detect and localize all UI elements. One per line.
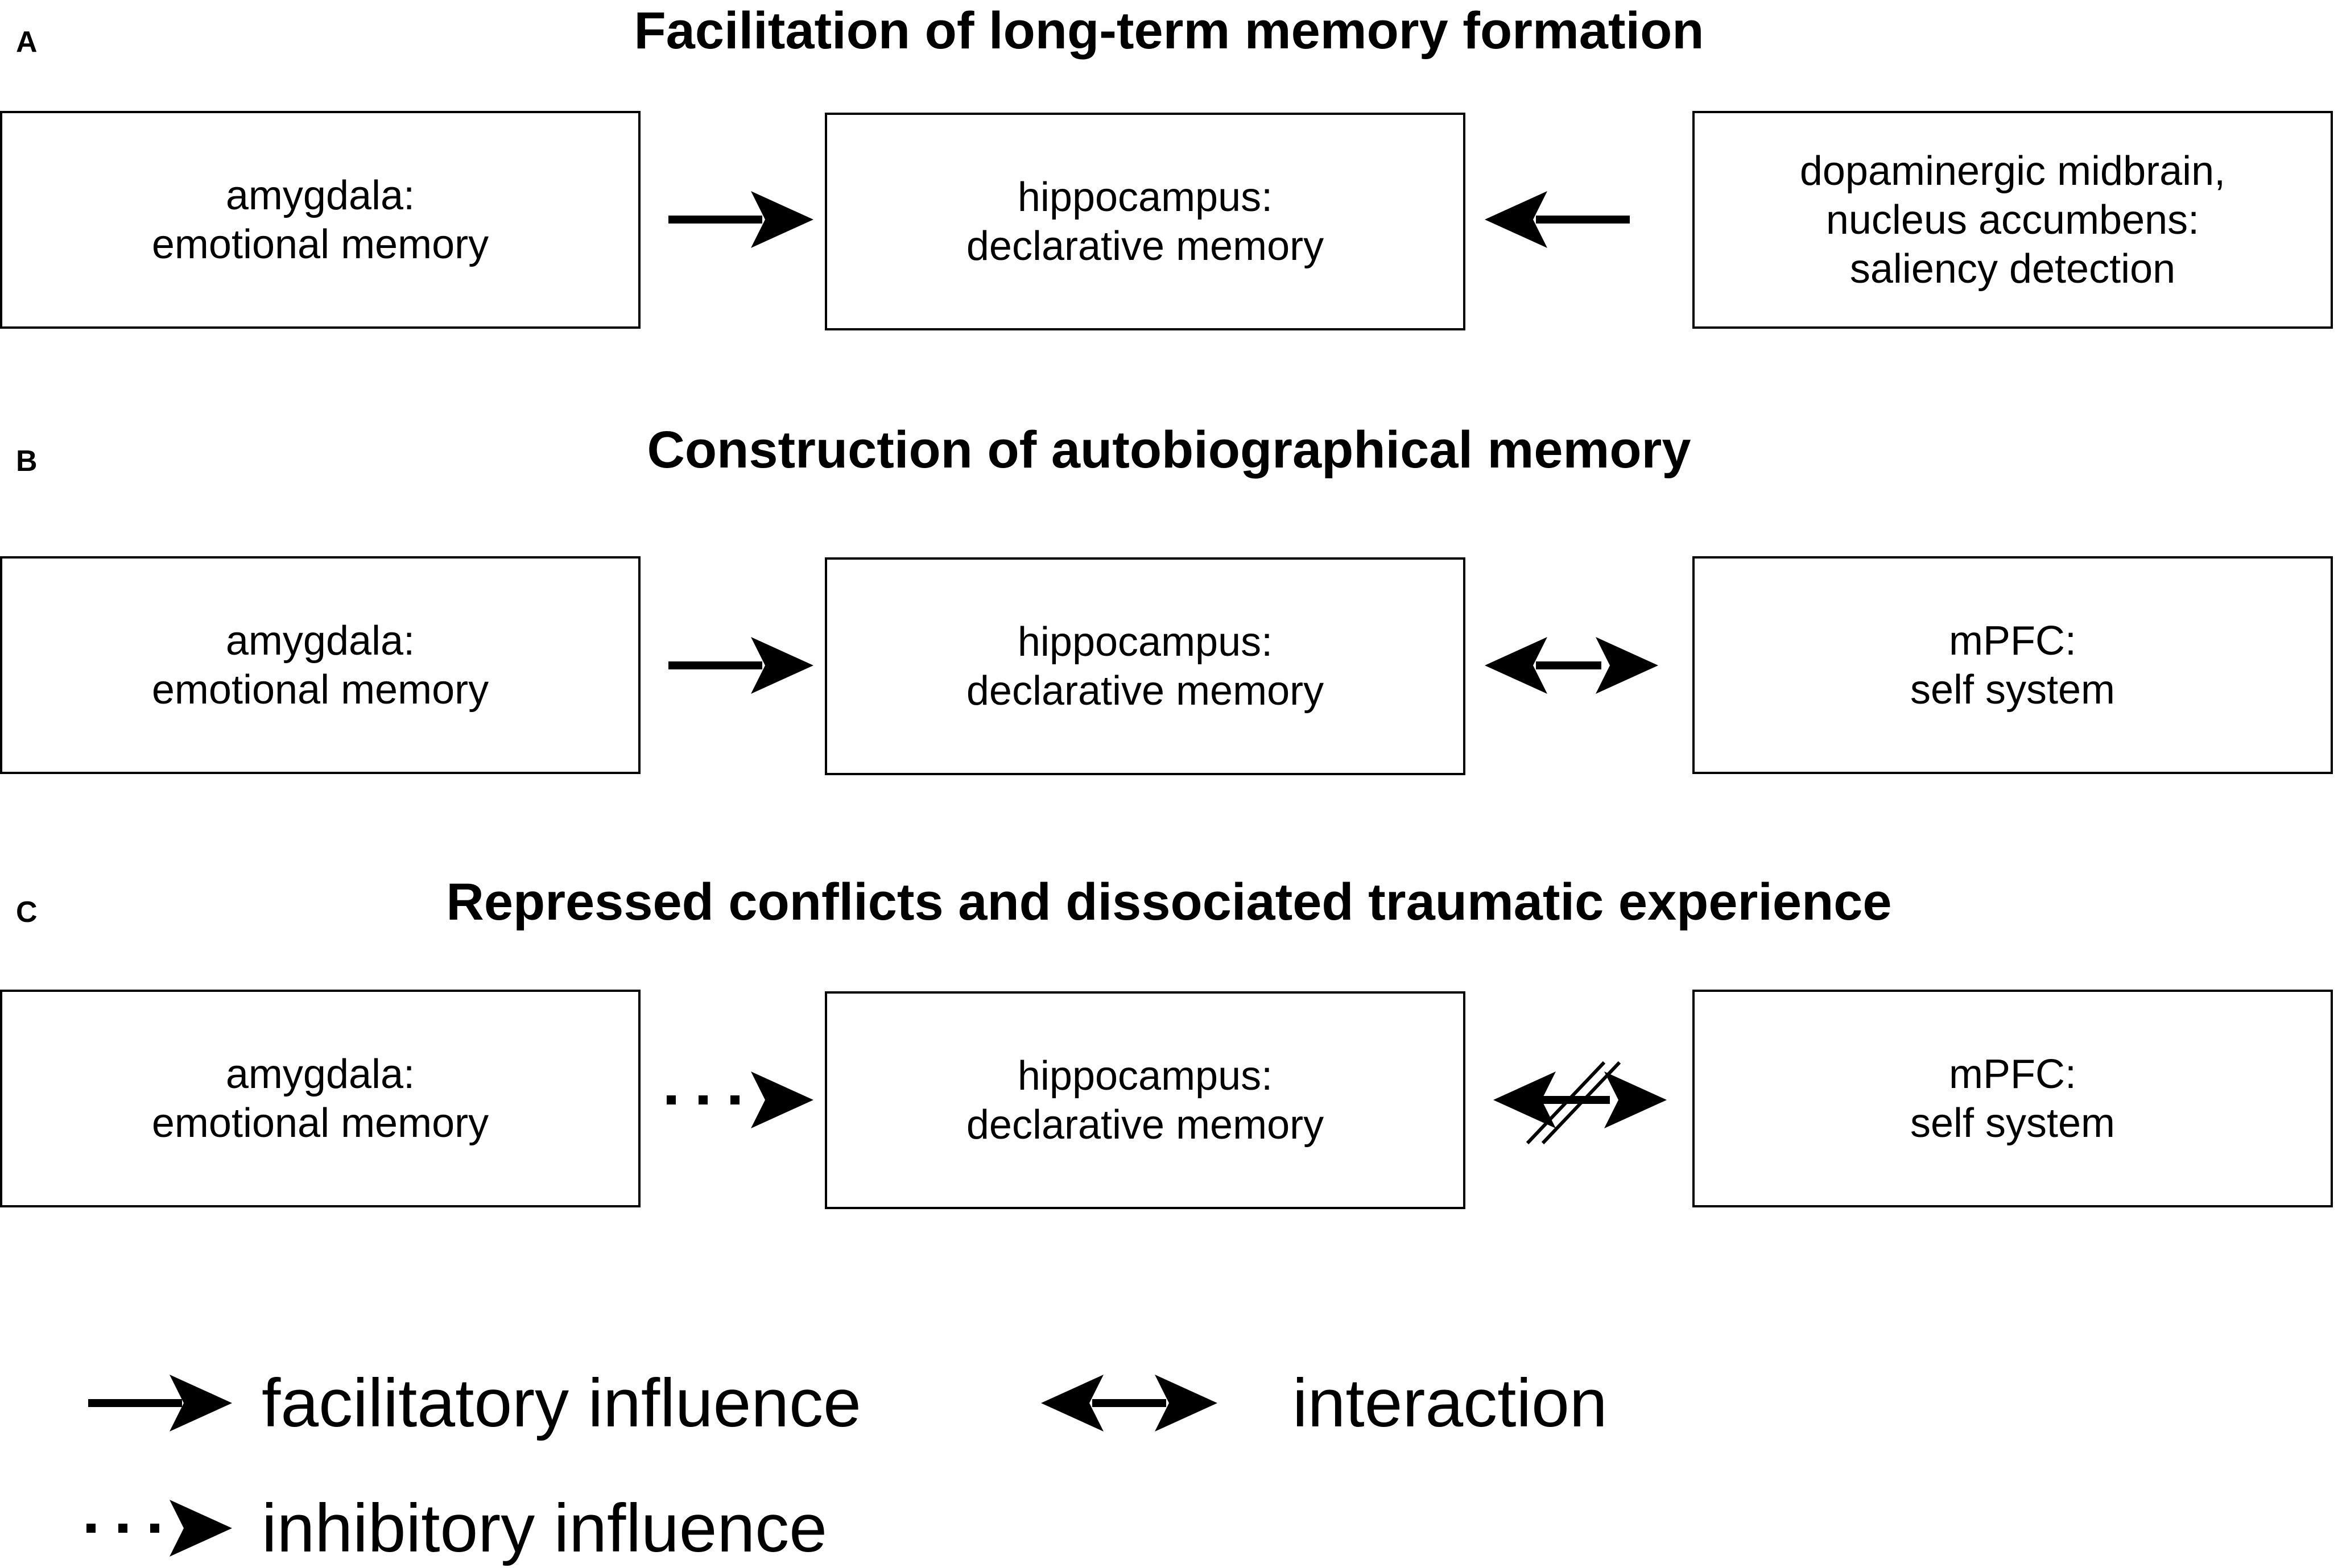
box-label: emotional memory [151,221,489,267]
legend-interaction-label: interaction [1292,1365,1608,1441]
box-label: self system [1910,1100,2116,1146]
box-label: declarative memory [966,1102,1324,1148]
box-label: saliency detection [1849,246,2176,292]
panel-c-inhibitory-arrow [667,1071,813,1128]
panel-c-letter: C [16,896,38,929]
box-label: declarative memory [966,668,1324,714]
box-label: mPFC: [1949,618,2076,664]
box-label: hippocampus: [1017,174,1273,220]
panel-a-title: Facilitation of long-term memory formati… [634,2,1704,60]
panel-a-facilitatory-arrow-reverse [1485,191,1630,248]
panel-b-letter: B [16,445,38,478]
panel-c-mpfc-box: mPFC: self system [1692,990,2333,1207]
panel-c-blocked-interaction-arrow [1493,1061,1667,1145]
box-label: amygdala: [225,172,415,218]
panel-b-interaction-arrow [1485,637,1658,694]
panel-a-dopaminergic-box: dopaminergic midbrain, nucleus accumbens… [1692,111,2333,329]
legend-interaction-symbol [1041,1375,1217,1432]
panel-a-letter: A [16,26,38,59]
panel-a-hippocampus-box: hippocampus: declarative memory [825,113,1465,330]
legend-facilitatory-symbol [88,1375,232,1432]
panel-b-facilitatory-arrow [668,637,813,694]
panel-b-title: Construction of autobiographical memory [647,421,1691,479]
box-label: dopaminergic midbrain, [1799,148,2226,194]
legend-facilitatory-label: facilitatory influence [262,1365,861,1441]
box-label: emotional memory [151,667,489,713]
box-label: amygdala: [225,618,415,664]
panel-c-amygdala-box: amygdala: emotional memory [0,990,641,1207]
panel-a-facilitatory-arrow [668,191,813,248]
panel-b-amygdala-box: amygdala: emotional memory [0,556,641,774]
box-label: amygdala: [225,1051,415,1097]
box-label: nucleus accumbens: [1825,197,2200,243]
box-label: emotional memory [151,1100,489,1146]
box-label: self system [1910,667,2116,713]
box-label: declarative memory [966,223,1324,269]
panel-b-hippocampus-box: hippocampus: declarative memory [825,557,1465,775]
panel-c-hippocampus-box: hippocampus: declarative memory [825,991,1465,1209]
panel-a-amygdala-box: amygdala: emotional memory [0,111,641,329]
panel-b-mpfc-box: mPFC: self system [1692,556,2333,774]
legend-inhibitory-label: inhibitory influence [262,1490,827,1566]
box-label: hippocampus: [1017,619,1273,665]
box-label: mPFC: [1949,1051,2076,1097]
legend-inhibitory-symbol [86,1500,232,1557]
panel-c-title: Repressed conflicts and dissociated trau… [446,873,1892,931]
box-label: hippocampus: [1017,1053,1273,1099]
